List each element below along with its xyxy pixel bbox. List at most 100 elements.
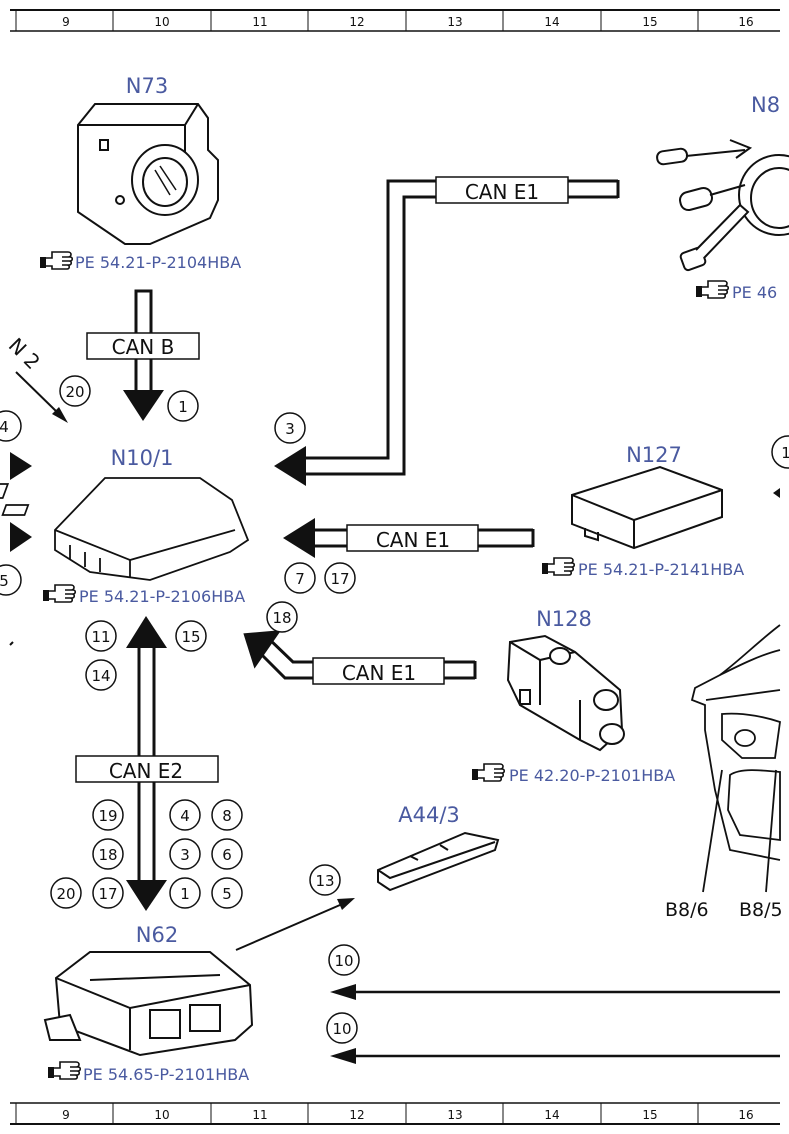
marker-20-e2: 20 [56, 885, 75, 903]
n10-1-pointing-hand-icon [42, 584, 77, 603]
n73-pointing-hand-icon [39, 251, 74, 270]
can-partial-label: N 2 [4, 333, 45, 374]
marker-15: 15 [181, 628, 200, 646]
marker-7: 7 [295, 570, 305, 588]
n10-1-ref-link[interactable]: PE 54.21-P-2106HBA [79, 587, 245, 606]
ruler-col-9: 9 [62, 15, 70, 29]
ruler-col-10: 10 [154, 15, 169, 29]
marker-1: 1 [178, 398, 188, 416]
n128-pointing-hand-icon [471, 763, 506, 782]
marker-circle [211, 799, 243, 831]
bottom-ruler-col-12: 12 [349, 1108, 364, 1122]
bottom-ruler-col-16: 16 [738, 1108, 753, 1122]
n128-module-illustration [506, 634, 625, 752]
can-e1-n127-label: CAN E1 [376, 528, 450, 552]
n128-ref-link[interactable]: PE 42.20-P-2101HBA [509, 766, 675, 785]
marker-circle [167, 390, 199, 422]
marker-circle [324, 562, 356, 594]
left-edge-arrows [9, 452, 32, 646]
marker-5-left: 5 [0, 572, 9, 590]
marker-circle [309, 864, 341, 896]
marker-circle [266, 601, 298, 633]
bottom-ruler: 9 10 11 12 13 14 15 16 [10, 1102, 780, 1125]
bottom-ruler-col-15: 15 [642, 1108, 657, 1122]
n128-title: N128 [536, 607, 592, 631]
ruler-col-12: 12 [349, 15, 364, 29]
top-ruler: 9 10 11 12 13 14 15 16 [10, 9, 780, 32]
ruler-col-13: 13 [447, 15, 462, 29]
n73-camera-illustration [77, 103, 219, 245]
marker-5-e2: 5 [222, 885, 232, 903]
ruler-col-14: 14 [544, 15, 559, 29]
marker-circle [59, 375, 91, 407]
bottom-ruler-col-11: 11 [252, 1108, 267, 1122]
bottom-ruler-col-14: 14 [544, 1108, 559, 1122]
n8-ref-link[interactable]: PE 46 [732, 283, 777, 302]
marker-circle [175, 620, 207, 652]
component-n10-1: N10/1 PE 54.21-P-2106HBA [0, 446, 250, 606]
marker-18: 18 [272, 609, 291, 627]
can-e1-top-connection: CAN E1 [274, 176, 620, 486]
marker-circle [169, 799, 201, 831]
marker-circle [0, 564, 22, 596]
n127-ref-link[interactable]: PE 54.21-P-2141HBA [578, 560, 744, 579]
n8-pointing-hand-icon [695, 280, 730, 299]
marker-4-left: 4 [0, 418, 9, 436]
marker-circle [92, 799, 124, 831]
n127-title: N127 [626, 443, 682, 467]
circle-markers [0, 375, 360, 1044]
n73-ref-link[interactable]: PE 54.21-P-2104HBA [75, 253, 241, 272]
marker-circle [92, 838, 124, 870]
marker-20: 20 [65, 383, 84, 401]
marker-1-e2: 1 [180, 885, 190, 903]
component-a44-3: A44/3 [377, 803, 500, 892]
can-e1-top-label: CAN E1 [465, 180, 539, 204]
a44-3-title: A44/3 [398, 803, 460, 827]
marker-circle [211, 838, 243, 870]
marker-circle [169, 877, 201, 909]
marker-3-e2: 3 [180, 846, 190, 864]
marker-partial-right: 1 [781, 444, 789, 462]
bottom-ruler-col-9: 9 [62, 1108, 70, 1122]
marker-circle [211, 877, 243, 909]
marker-circle [85, 659, 117, 691]
bottom-ruler-col-13: 13 [447, 1108, 462, 1122]
circle-marker-labels: 20 1 3 4 5 7 17 18 11 15 14 19 18 20 17 … [0, 383, 354, 1038]
partial-left-bus: N 2 [4, 333, 68, 423]
marker-4-e2: 4 [180, 807, 190, 825]
marker-8-e2: 8 [222, 807, 232, 825]
marker-11: 11 [91, 628, 110, 646]
sensor-b8-leaders [702, 769, 777, 893]
marker-circle [92, 877, 124, 909]
marker-circle [284, 562, 316, 594]
component-n8: N8 PE 46 [656, 93, 789, 302]
marker-circle [328, 944, 360, 976]
n8-title: N8 [751, 93, 780, 117]
a44-3-light-illustration [377, 831, 500, 892]
marker-14: 14 [91, 667, 110, 685]
marker-circle [85, 620, 117, 652]
marker-circle [326, 1012, 358, 1044]
vehicle-front-illustration [690, 624, 781, 861]
can-b-connection: CAN B [86, 289, 200, 421]
b8-5-label: B8/5 [739, 899, 783, 921]
marker-circle [274, 412, 306, 444]
can-e1-n128-label: CAN E1 [342, 661, 416, 685]
marker-17: 17 [330, 570, 349, 588]
n62-to-a44-arrow [235, 898, 355, 951]
n62-input-lines [330, 984, 780, 1064]
component-n62: N62 PE 54.65-P-2101HBA [43, 923, 254, 1084]
b8-6-label: B8/6 [665, 899, 709, 921]
n62-ref-link[interactable]: PE 54.65-P-2101HBA [83, 1065, 249, 1084]
marker-circle [0, 410, 22, 442]
can-e1-n127-connection: CAN E1 [283, 518, 535, 558]
n10-1-module-illustration [0, 477, 250, 581]
marker-18-e2: 18 [98, 846, 117, 864]
marker-3: 3 [285, 420, 295, 438]
bottom-ruler-col-10: 10 [154, 1108, 169, 1122]
ruler-col-11: 11 [252, 15, 267, 29]
marker-6-e2: 6 [222, 846, 232, 864]
n62-title: N62 [136, 923, 178, 947]
can-b-label: CAN B [112, 335, 175, 359]
